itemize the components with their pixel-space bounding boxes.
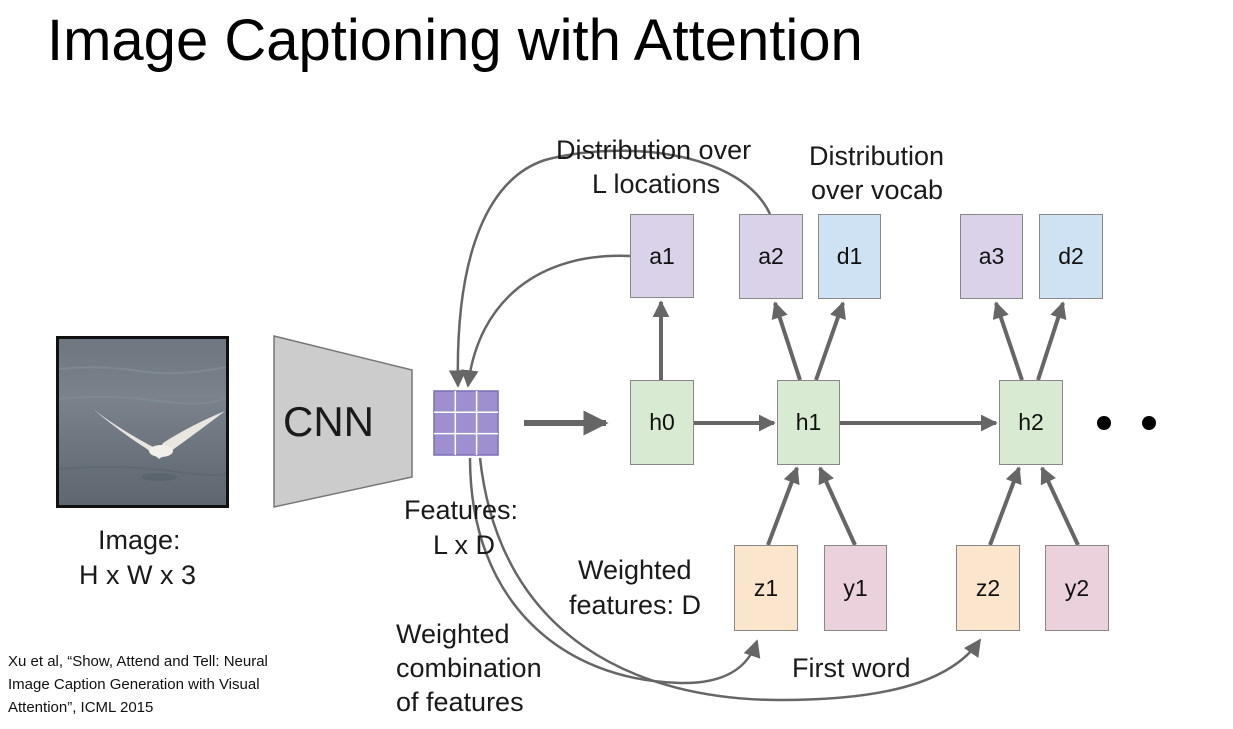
node-z2: z2 xyxy=(956,545,1020,631)
cnn-block xyxy=(273,335,413,508)
node-z1: z1 xyxy=(734,545,798,631)
ellipsis-dot-1 xyxy=(1097,416,1111,430)
arrow-z1-to-h1 xyxy=(766,466,800,546)
ellipsis-dot-2 xyxy=(1142,416,1156,430)
arrow-a2-to-features xyxy=(448,149,772,388)
arrow-y1-to-h1 xyxy=(818,466,857,546)
node-d2: d2 xyxy=(1039,214,1103,299)
node-h2: h2 xyxy=(999,380,1063,465)
slide-title: Image Captioning with Attention xyxy=(47,8,863,73)
arrow-features-to-z2 xyxy=(478,457,982,702)
node-a1: a1 xyxy=(630,214,694,298)
label-weighted-features-1: Weighted xyxy=(578,555,692,585)
label-weighted-combination-2: combination xyxy=(396,653,542,683)
label-weighted-combination-3: of features xyxy=(396,687,524,717)
arrow-features-to-z1 xyxy=(468,457,761,685)
input-image xyxy=(56,336,229,508)
citation-line-2: Image Caption Generation with Visual xyxy=(8,676,260,693)
label-image-1: Image: xyxy=(98,525,181,555)
arrow-a1-to-features xyxy=(461,254,631,388)
arrow-h1-to-a2 xyxy=(771,301,802,381)
label-first-word: First word xyxy=(792,653,911,683)
node-a2: a2 xyxy=(739,214,803,299)
node-a3: a3 xyxy=(960,214,1023,299)
arrow-h1-to-d1 xyxy=(814,301,846,381)
label-image-2: H x W x 3 xyxy=(79,560,197,590)
label-distribution-locations-2: L locations xyxy=(592,169,721,199)
arrow-y2-to-h2 xyxy=(1040,466,1080,546)
seagull-photo xyxy=(59,366,226,481)
label-distribution-locations-1: Distribution over xyxy=(556,135,752,165)
label-weighted-combination-1: Weighted xyxy=(396,619,510,649)
label-features-2: L x D xyxy=(433,530,496,560)
label-weighted-features-2: features: D xyxy=(569,590,702,620)
node-y1: y1 xyxy=(824,545,887,631)
citation: Xu et al, “Show, Attend and Tell: Neural… xyxy=(8,650,268,719)
arrow-h2-to-a3 xyxy=(992,301,1024,381)
citation-line-3: Attention”, ICML 2015 xyxy=(8,699,154,716)
citation-line-1: Xu et al, “Show, Attend and Tell: Neural xyxy=(8,653,268,670)
arrow-z2-to-h2 xyxy=(988,466,1022,546)
node-h1: h1 xyxy=(777,380,840,465)
node-d1: d1 xyxy=(818,214,881,299)
label-distribution-vocab-2: over vocab xyxy=(811,175,944,205)
feature-grid-icon xyxy=(433,390,499,456)
node-y2: y2 xyxy=(1045,545,1109,631)
node-h0: h0 xyxy=(630,380,694,465)
label-distribution-vocab-1: Distribution xyxy=(809,141,945,171)
cnn-label: CNN xyxy=(283,398,374,445)
label-features-1: Features: xyxy=(404,495,519,525)
arrow-h2-to-d2 xyxy=(1036,301,1067,381)
